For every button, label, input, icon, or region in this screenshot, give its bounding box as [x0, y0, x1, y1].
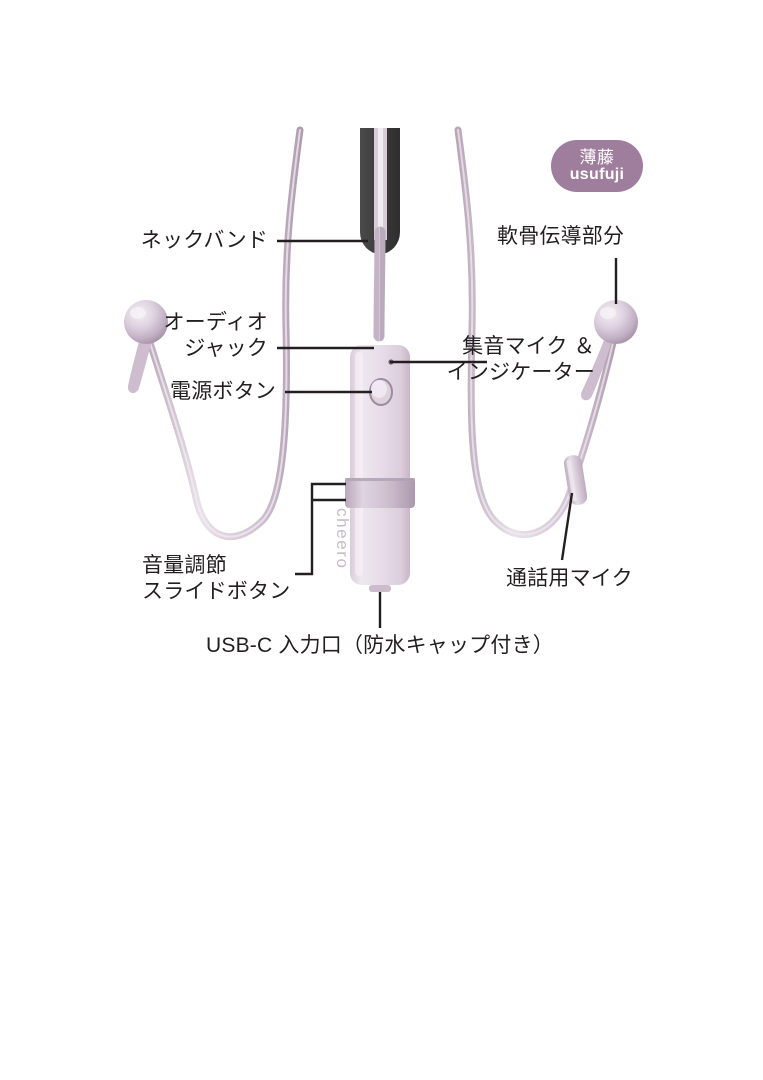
callout-audio-jack: オーディオ ジャック — [163, 311, 268, 360]
callout-volume-slide-button: 音量調節 スライドボタン — [142, 554, 291, 603]
left-earbud-stem — [127, 338, 152, 394]
volume-slide-ring[interactable] — [345, 478, 415, 508]
right-earbud-stem — [581, 340, 612, 401]
device-body-highlight — [355, 352, 363, 576]
callout-call-mic: 通話用マイク — [506, 567, 633, 590]
right-earbud-gloss — [600, 307, 616, 319]
callout-neckband: ネックバンド — [140, 229, 268, 252]
right-cable-highlight — [457, 129, 617, 536]
color-badge-name-jp: 薄藤 — [579, 147, 615, 167]
leader-line-volume-bracket-upper — [295, 482, 346, 576]
callout-usb-c-port: USB-C 入力口（防水キャップ付き） — [206, 634, 554, 657]
right-earbud — [594, 300, 638, 344]
color-badge: 薄藤 usufuji — [551, 140, 643, 192]
audio-jack-stem — [373, 226, 386, 342]
usb-c-port — [369, 585, 391, 592]
leader-line-call-mic — [560, 492, 574, 561]
callout-pickup-mic-indicator: 集音マイク ＆ インジケーター — [446, 335, 595, 384]
callout-cartilage-conduction: 軟骨伝導部分 — [497, 225, 625, 248]
power-button-gloss — [371, 380, 387, 398]
color-badge-name-romaji: usufuji — [569, 165, 625, 183]
callout-power-button: 電源ボタン — [170, 380, 276, 403]
neckband-clip-slot-highlight — [378, 128, 383, 240]
left-cable-highlight — [145, 129, 301, 538]
volume-slide-ring-edge — [345, 478, 415, 481]
call-mic-module — [563, 455, 588, 505]
device-body — [350, 345, 410, 585]
left-earbud-gloss — [130, 307, 146, 319]
